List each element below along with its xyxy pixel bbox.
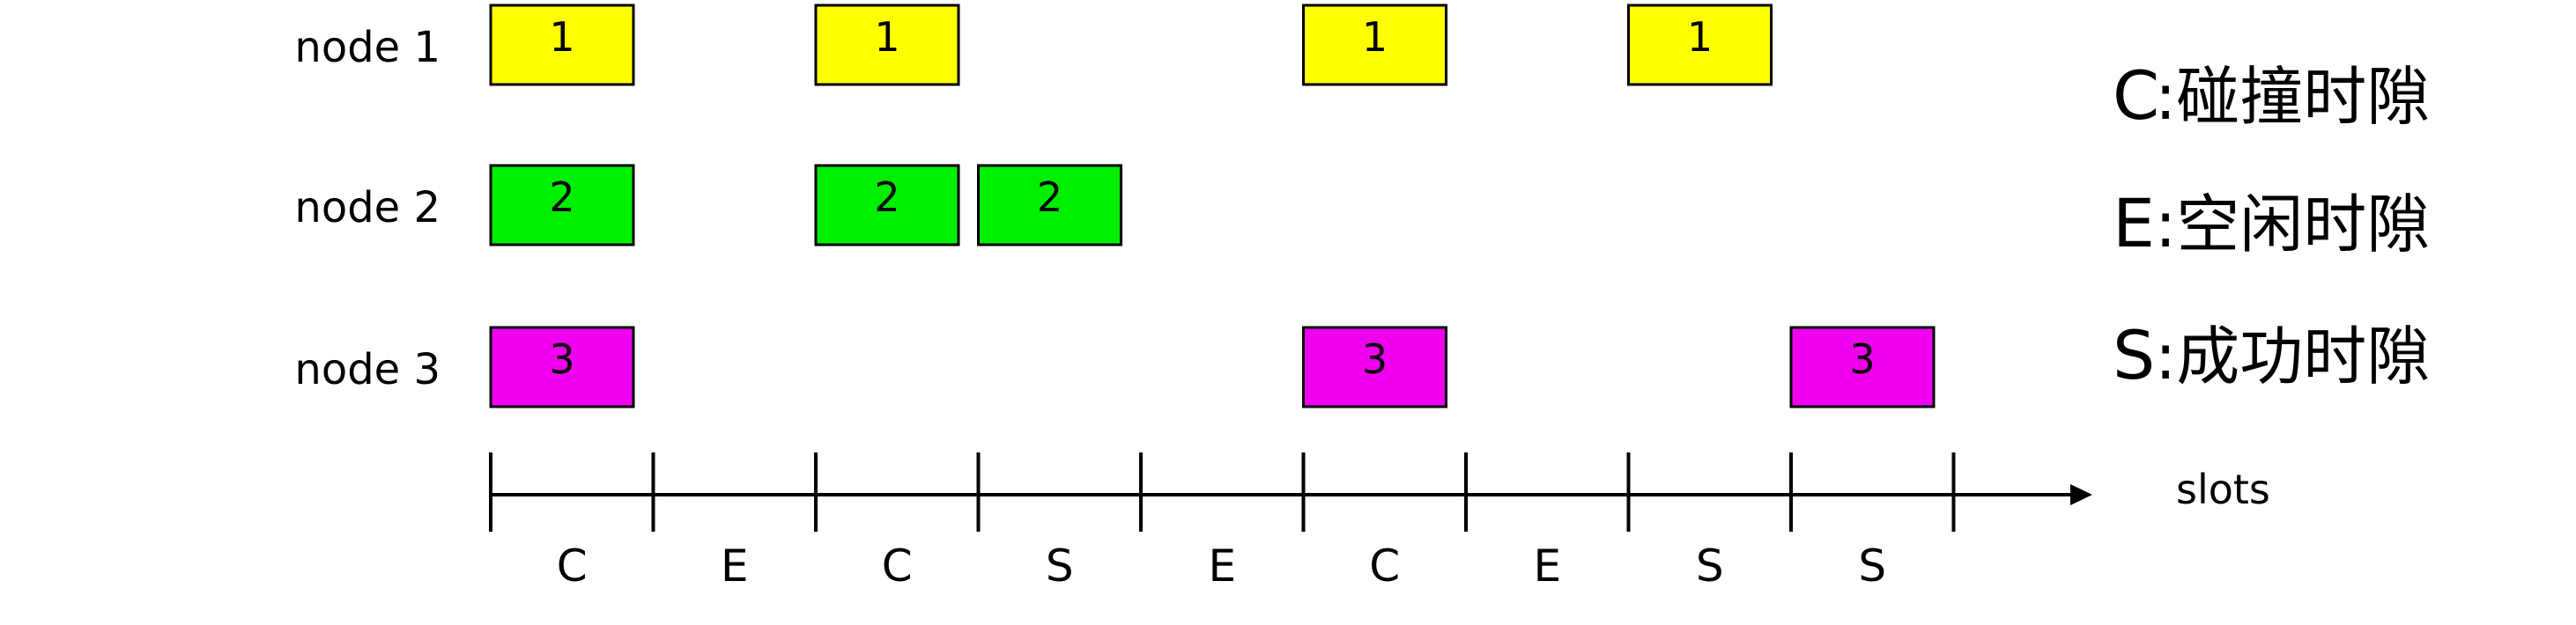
transmission-box — [1302, 4, 1447, 86]
axis-arrowhead — [2070, 484, 2092, 505]
node-label: node 3 — [294, 345, 440, 394]
slot-letter: S — [1858, 540, 1886, 592]
transmission-box — [489, 4, 635, 86]
transmission-box-number: 3 — [1362, 335, 1388, 383]
slots-axis: C E C S E C E S S slots — [489, 452, 2270, 592]
slot-letter: C — [1369, 540, 1400, 592]
slot-letter: C — [882, 540, 913, 592]
transmission-box-number: 2 — [1037, 173, 1062, 221]
node-row: node 2 2 2 2 — [294, 164, 1122, 246]
slot-letter: S — [1046, 540, 1074, 592]
transmission-box-number: 1 — [549, 13, 574, 61]
legend-key: S — [2113, 316, 2155, 394]
node-label: node 2 — [294, 183, 440, 232]
slot-letter: E — [721, 540, 749, 592]
legend-description: :碰撞时隙 — [2155, 60, 2430, 134]
legend-key: C — [2113, 56, 2159, 135]
node-row: node 1 1 1 1 1 — [294, 4, 1773, 86]
legend-item: C:碰撞时隙 — [2113, 56, 2430, 135]
legend-description: :空闲时隙 — [2155, 188, 2430, 261]
legend-item: E:空闲时隙 — [2113, 184, 2430, 262]
axis-ticks — [489, 452, 1956, 532]
node-rows: node 1 1 1 1 1 node 2 2 2 2 node 3 3 3 3 — [294, 4, 1936, 408]
slot-letter: E — [1208, 540, 1236, 592]
slot-letter: S — [1696, 540, 1724, 592]
node-label: node 1 — [294, 23, 440, 72]
transmission-box — [1627, 4, 1773, 86]
legend-item: S:成功时隙 — [2113, 316, 2430, 394]
node-row: node 3 3 3 3 — [294, 326, 1936, 408]
transmission-box-number: 3 — [549, 335, 574, 383]
axis-label: slots — [2176, 466, 2270, 513]
transmission-box — [814, 4, 960, 86]
transmission-box-number: 1 — [1362, 13, 1388, 61]
transmission-box-number: 3 — [1849, 335, 1875, 383]
legend-key: E — [2113, 184, 2155, 262]
transmission-box-number: 2 — [874, 173, 899, 221]
transmission-box — [1302, 326, 1447, 408]
transmission-box — [977, 164, 1122, 246]
transmission-box-number: 2 — [549, 173, 574, 221]
transmission-box — [489, 164, 635, 246]
transmission-box-number: 1 — [1687, 13, 1713, 61]
slot-letter: E — [1533, 540, 1561, 592]
transmission-box-number: 1 — [874, 13, 899, 61]
slot-letter: C — [557, 540, 588, 592]
transmission-box — [489, 326, 635, 408]
transmission-box — [814, 164, 960, 246]
legend-description: :成功时隙 — [2155, 320, 2430, 393]
transmission-box — [1789, 326, 1936, 408]
